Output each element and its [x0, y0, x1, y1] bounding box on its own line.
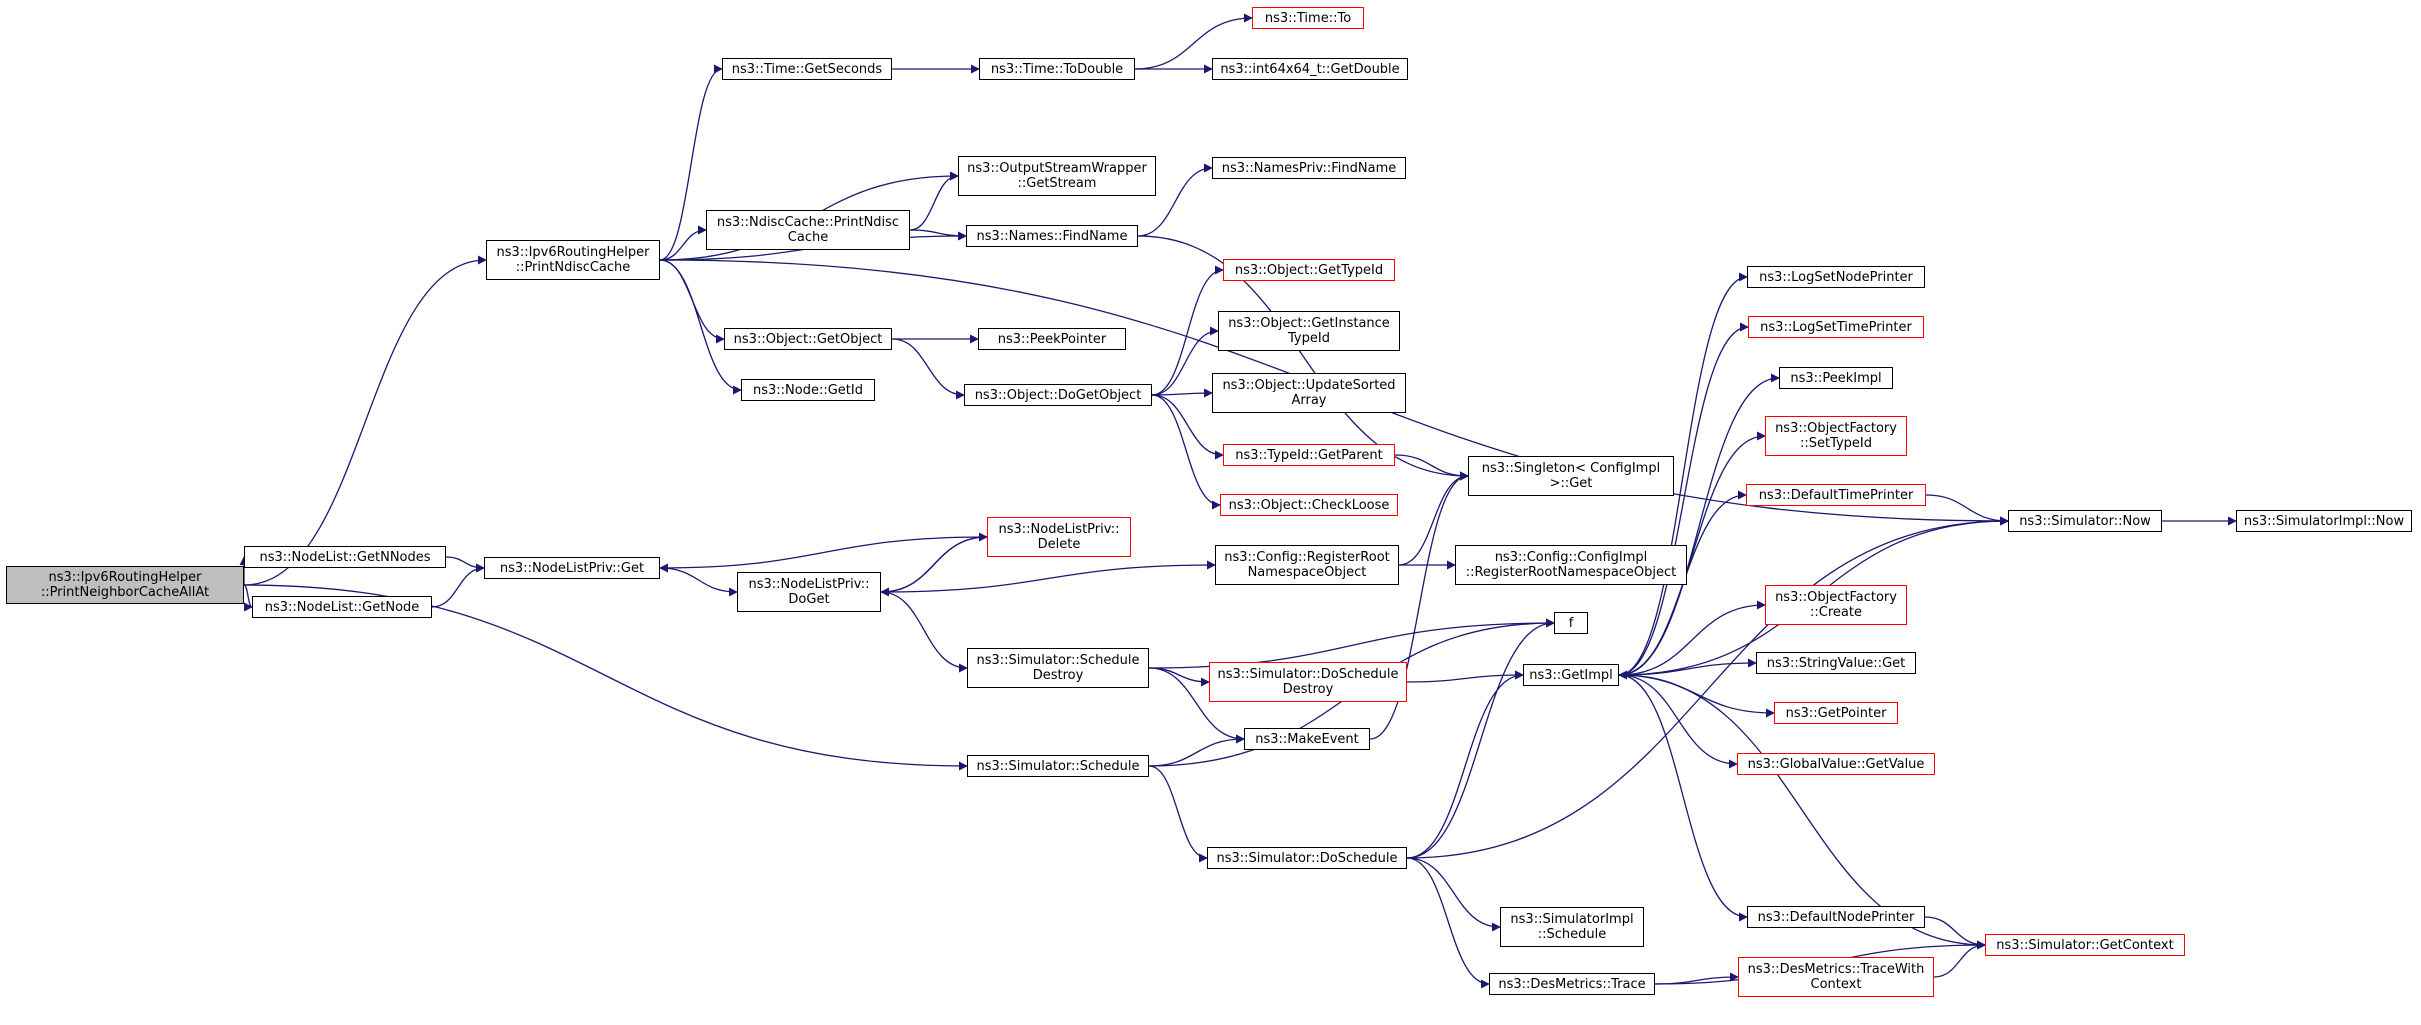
simulator-getcontext-node[interactable]: ns3::Simulator::GetContext: [1985, 934, 2185, 956]
call-edge: [1618, 674, 1748, 922]
desmetrics-trace-node[interactable]: ns3::DesMetrics::Trace: [1489, 973, 1655, 995]
call-edge: [1134, 13, 1253, 70]
call-edge: [891, 338, 965, 400]
call-edge: [1394, 454, 1469, 481]
nodelistpriv-doget-node[interactable]: ns3::NodeListPriv:: DoGet: [737, 572, 881, 612]
call-edge: [1406, 670, 1524, 683]
call-edge: [1618, 490, 1747, 676]
call-edge: [243, 584, 968, 771]
peekpointer-node[interactable]: ns3::PeekPointer: [978, 328, 1126, 350]
call-edge: [1369, 471, 1469, 740]
time-todouble-node[interactable]: ns3::Time::ToDouble: [979, 58, 1135, 80]
root-function-node: ns3::Ipv6RoutingHelper ::PrintNeighborCa…: [6, 566, 244, 604]
call-edge: [1925, 494, 2009, 526]
f-function-node[interactable]: f: [1554, 612, 1588, 634]
logsetnodeprinter-node[interactable]: ns3::LogSetNodePrinter: [1747, 266, 1925, 288]
call-edge: [909, 229, 967, 241]
time-to-node[interactable]: ns3::Time::To: [1252, 7, 1364, 29]
call-edge: [659, 64, 723, 261]
namespriv-findname-node[interactable]: ns3::NamesPriv::FindName: [1212, 157, 1406, 179]
simulator-doscheduledestroy-node[interactable]: ns3::Simulator::DoSchedule Destroy: [1209, 662, 1407, 702]
call-edge: [1924, 916, 1986, 950]
objectfactory-create-node[interactable]: ns3::ObjectFactory ::Create: [1765, 585, 1907, 625]
time-getseconds-node[interactable]: ns3::Time::GetSeconds: [722, 58, 892, 80]
call-edge: [1151, 265, 1224, 396]
object-dogetobject-node[interactable]: ns3::Object::DoGetObject: [964, 384, 1152, 406]
simulator-schedule-node[interactable]: ns3::Simulator::Schedule: [967, 755, 1149, 777]
call-edge: [659, 259, 742, 395]
call-edge: [1151, 326, 1219, 396]
logsettimeprinter-node[interactable]: ns3::LogSetTimePrinter: [1748, 316, 1924, 338]
int64x64-getdouble-node[interactable]: ns3::int64x64_t::GetDouble: [1212, 58, 1408, 80]
object-updatesortedarray-node[interactable]: ns3::Object::UpdateSorted Array: [1212, 373, 1406, 413]
call-edge: [1406, 857, 1490, 989]
config-registerrootnamespaceobject-node[interactable]: ns3::Config::RegisterRoot NamespaceObjec…: [1215, 545, 1399, 585]
call-edge: [1148, 734, 1245, 767]
simulatorimpl-now-node[interactable]: ns3::SimulatorImpl::Now: [2236, 510, 2412, 532]
call-edge: [1618, 674, 1738, 769]
call-edge: [1151, 394, 1224, 460]
call-edge: [659, 225, 707, 261]
object-checkloose-node[interactable]: ns3::Object::CheckLoose: [1220, 494, 1398, 516]
makeevent-node[interactable]: ns3::MakeEvent: [1244, 728, 1370, 750]
call-edge: [1406, 516, 2009, 859]
call-edge: [1933, 940, 1986, 978]
call-edge: [1151, 394, 1221, 510]
call-edge: [880, 536, 988, 597]
simulator-doschedule-node[interactable]: ns3::Simulator::DoSchedule: [1207, 847, 1407, 869]
call-edge: [909, 171, 959, 231]
call-edge: [1137, 235, 1469, 481]
call-edge: [1148, 667, 1245, 744]
call-edge: [1151, 388, 1213, 398]
defaultnodeprinter-node[interactable]: ns3::DefaultNodePrinter: [1747, 906, 1925, 928]
call-edge: [1406, 670, 1524, 859]
call-edge: [1148, 765, 1208, 863]
call-edge: [1406, 857, 1501, 932]
getimpl-node[interactable]: ns3::GetImpl: [1523, 664, 1619, 686]
defaulttimeprinter-node[interactable]: ns3::DefaultTimePrinter: [1746, 484, 1926, 506]
call-edge: [659, 536, 988, 573]
object-gettypeid-node[interactable]: ns3::Object::GetTypeId: [1223, 259, 1395, 281]
call-edge: [1406, 618, 1555, 859]
call-edge: [1137, 163, 1213, 237]
call-edge: [1618, 322, 1749, 676]
simulator-scheduledestroy-node[interactable]: ns3::Simulator::Schedule Destroy: [967, 648, 1149, 688]
call-edge: [880, 560, 1216, 593]
singleton-configimpl-get-node[interactable]: ns3::Singleton< ConfigImpl >::Get: [1468, 456, 1674, 496]
getpointer-node[interactable]: ns3::GetPointer: [1774, 702, 1898, 724]
call-edge: [659, 567, 738, 597]
print-ndisc-cache-helper-node[interactable]: ns3::Ipv6RoutingHelper ::PrintNdiscCache: [486, 240, 660, 280]
call-edge: [1618, 674, 1775, 718]
typeid-getparent-node[interactable]: ns3::TypeId::GetParent: [1223, 444, 1395, 466]
nodelistpriv-delete-node[interactable]: ns3::NodeListPriv:: Delete: [987, 517, 1131, 557]
globalvalue-getvalue-node[interactable]: ns3::GlobalValue::GetValue: [1737, 753, 1935, 775]
call-edge: [243, 584, 253, 612]
desmetrics-tracewithcontext-node[interactable]: ns3::DesMetrics::TraceWith Context: [1738, 957, 1934, 997]
call-edge: [880, 591, 968, 673]
call-edge: [1398, 471, 1469, 566]
call-edge: [1618, 272, 1748, 676]
ndisccache-printndisccache-node[interactable]: ns3::NdiscCache::PrintNdisc Cache: [706, 210, 910, 250]
names-findname-node[interactable]: ns3::Names::FindName: [966, 225, 1138, 247]
simulatorimpl-schedule-node[interactable]: ns3::SimulatorImpl ::Schedule: [1500, 907, 1644, 947]
call-edge: [445, 556, 485, 573]
nodelist-get-node-node[interactable]: ns3::NodeList::GetNode: [252, 596, 432, 618]
configimpl-registerrootnamespaceobject-node[interactable]: ns3::Config::ConfigImpl ::RegisterRootNa…: [1455, 545, 1687, 585]
object-getobject-node[interactable]: ns3::Object::GetObject: [724, 328, 892, 350]
object-getinstancetypeid-node[interactable]: ns3::Object::GetInstance TypeId: [1218, 311, 1400, 351]
call-edge: [243, 255, 487, 586]
node-getid-node[interactable]: ns3::Node::GetId: [741, 379, 875, 401]
nodelistpriv-get-node[interactable]: ns3::NodeListPriv::Get: [484, 557, 660, 579]
call-edge: [431, 563, 485, 608]
simulator-now-node[interactable]: ns3::Simulator::Now: [2008, 510, 2162, 532]
outputstreamwrapper-getstream-node[interactable]: ns3::OutputStreamWrapper ::GetStream: [958, 156, 1156, 196]
stringvalue-get-node[interactable]: ns3::StringValue::Get: [1756, 652, 1916, 674]
nodelist-get-nnodes-node[interactable]: ns3::NodeList::GetNNodes: [244, 546, 446, 568]
objectfactory-settypeid-node[interactable]: ns3::ObjectFactory ::SetTypeId: [1765, 416, 1907, 456]
call-edge: [1618, 600, 1766, 676]
peekimpl-node[interactable]: ns3::PeekImpl: [1779, 367, 1893, 389]
